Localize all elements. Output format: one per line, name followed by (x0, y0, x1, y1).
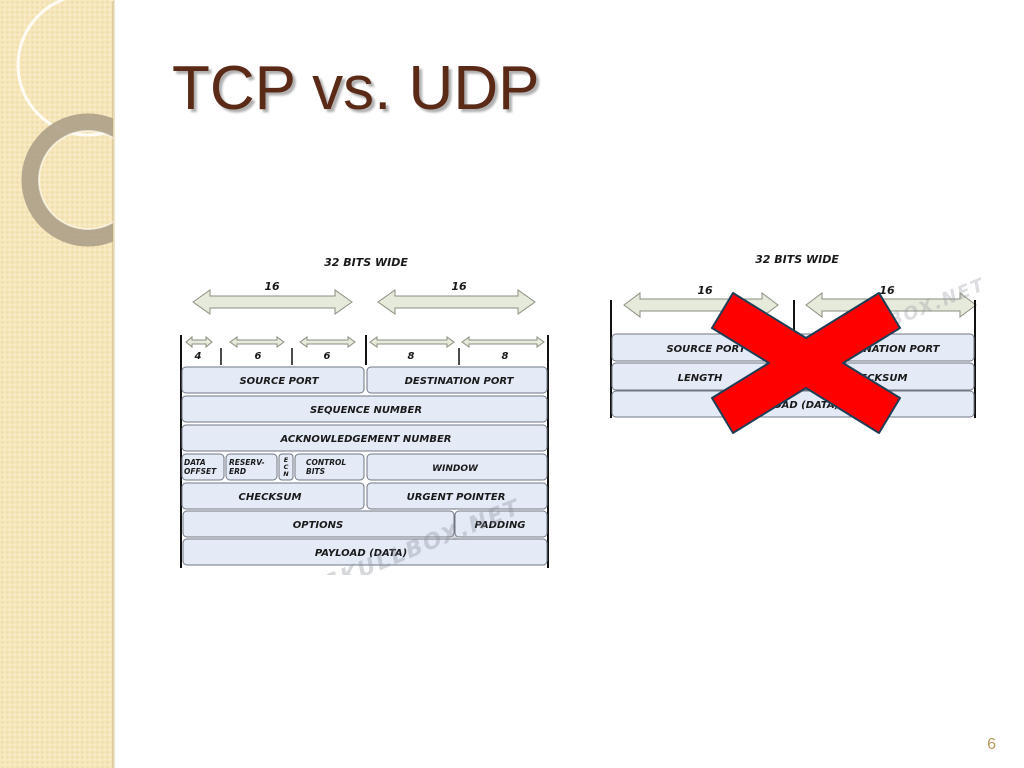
tcp-field-data-offset-label-1: DATA (184, 458, 206, 467)
tcp-field-ecn (278, 453, 294, 481)
tcp-bits-8a: 8 (408, 351, 415, 362)
tcp-field-padding (454, 510, 548, 538)
tcp-field-padding-label: PADDING (474, 520, 525, 531)
tcp-field-options (182, 510, 455, 538)
udp-half-label-left: 16 (697, 284, 713, 297)
tcp-field-source-port (181, 366, 365, 394)
tcp-bits-6b: 6 (324, 351, 331, 362)
tcp-bits-8b: 8 (502, 351, 509, 362)
udp-width-label: 32 BITS WIDE (755, 253, 839, 266)
tcp-field-data-offset (181, 453, 225, 481)
tcp-field-sequence-number (181, 395, 548, 423)
tcp-arrow-8b (461, 336, 545, 348)
decorative-rings (16, 0, 113, 247)
tcp-field-urgent-pointer-label: URGENT POINTER (407, 492, 506, 503)
udp-field-payload-label: PAYLOAD (DATA) (747, 400, 839, 411)
tcp-field-ecn-label-3: N (283, 470, 289, 478)
sidebar-edge (112, 0, 115, 768)
tcp-half-label-left: 16 (264, 280, 280, 293)
tcp-field-urgent-pointer (366, 482, 548, 510)
tcp-field-control-bits-label-1: CONTROL (306, 458, 346, 467)
tcp-arrow-4 (185, 335, 213, 349)
tcp-bits-4: 4 (194, 351, 202, 362)
tcp-field-window-label: WINDOW (432, 464, 479, 474)
tcp-field-destination-port (366, 366, 548, 394)
tcp-arrow-6b (299, 336, 356, 348)
udp-half-label-right: 16 (879, 284, 895, 297)
tcp-arrow-6a (229, 336, 285, 348)
slide-title: TCP vs. UDP (172, 54, 540, 123)
tcp-field-reserved (225, 453, 278, 481)
udp-header-diagram: 32 BITS WIDE 16 16 SOURCE PORT DESTINATI… (610, 253, 981, 418)
tcp-arrow-16-left (192, 289, 353, 315)
tcp-field-acknowledgement-number-label: ACKNOWLEDGEMENT NUMBER (279, 434, 451, 445)
page-number: 6 (987, 736, 996, 753)
tcp-width-label: 32 BITS WIDE (324, 256, 408, 269)
tcp-field-control-bits (294, 453, 365, 481)
tcp-field-data-offset-label-2: OFFSET (184, 467, 217, 476)
tcp-field-checksum (181, 482, 365, 510)
tcp-arrow-8a (369, 336, 455, 348)
tcp-field-source-port-label: SOURCE PORT (239, 376, 319, 387)
tcp-field-payload (182, 538, 548, 566)
tcp-field-payload-label: PAYLOAD (DATA) (315, 548, 407, 559)
tcp-field-ecn-label-1: E (284, 456, 289, 464)
tcp-arrow-16-right (377, 289, 536, 315)
udp-field-length-label: LENGTH (678, 373, 723, 384)
tcp-half-label-right: 16 (451, 280, 467, 293)
udp-field-source-port-label: SOURCE PORT (666, 344, 746, 355)
tcp-field-sequence-number-label: SEQUENCE NUMBER (310, 405, 422, 416)
tcp-header-diagram: 32 BITS WIDE 16 16 4 6 6 8 8 SOURCE PORT… (180, 256, 549, 575)
tcp-bits-6a: 6 (255, 351, 262, 362)
tcp-field-window (366, 453, 548, 481)
tcp-field-reserved-label-2: ERD (229, 467, 246, 476)
tcp-field-reserved-label-1: RESERV- (229, 458, 265, 467)
tcp-field-checksum-label: CHECKSUM (239, 492, 302, 503)
tcp-field-control-bits-label-2: BITS (306, 467, 325, 476)
tcp-field-options-label: OPTIONS (293, 520, 343, 531)
tcp-field-destination-port-label: DESTINATION PORT (405, 376, 515, 387)
tcp-field-ecn-label-2: C (284, 463, 289, 471)
udp-field-checksum-label: CHECKSUM (845, 373, 908, 384)
tcp-field-acknowledgement-number (181, 424, 548, 452)
